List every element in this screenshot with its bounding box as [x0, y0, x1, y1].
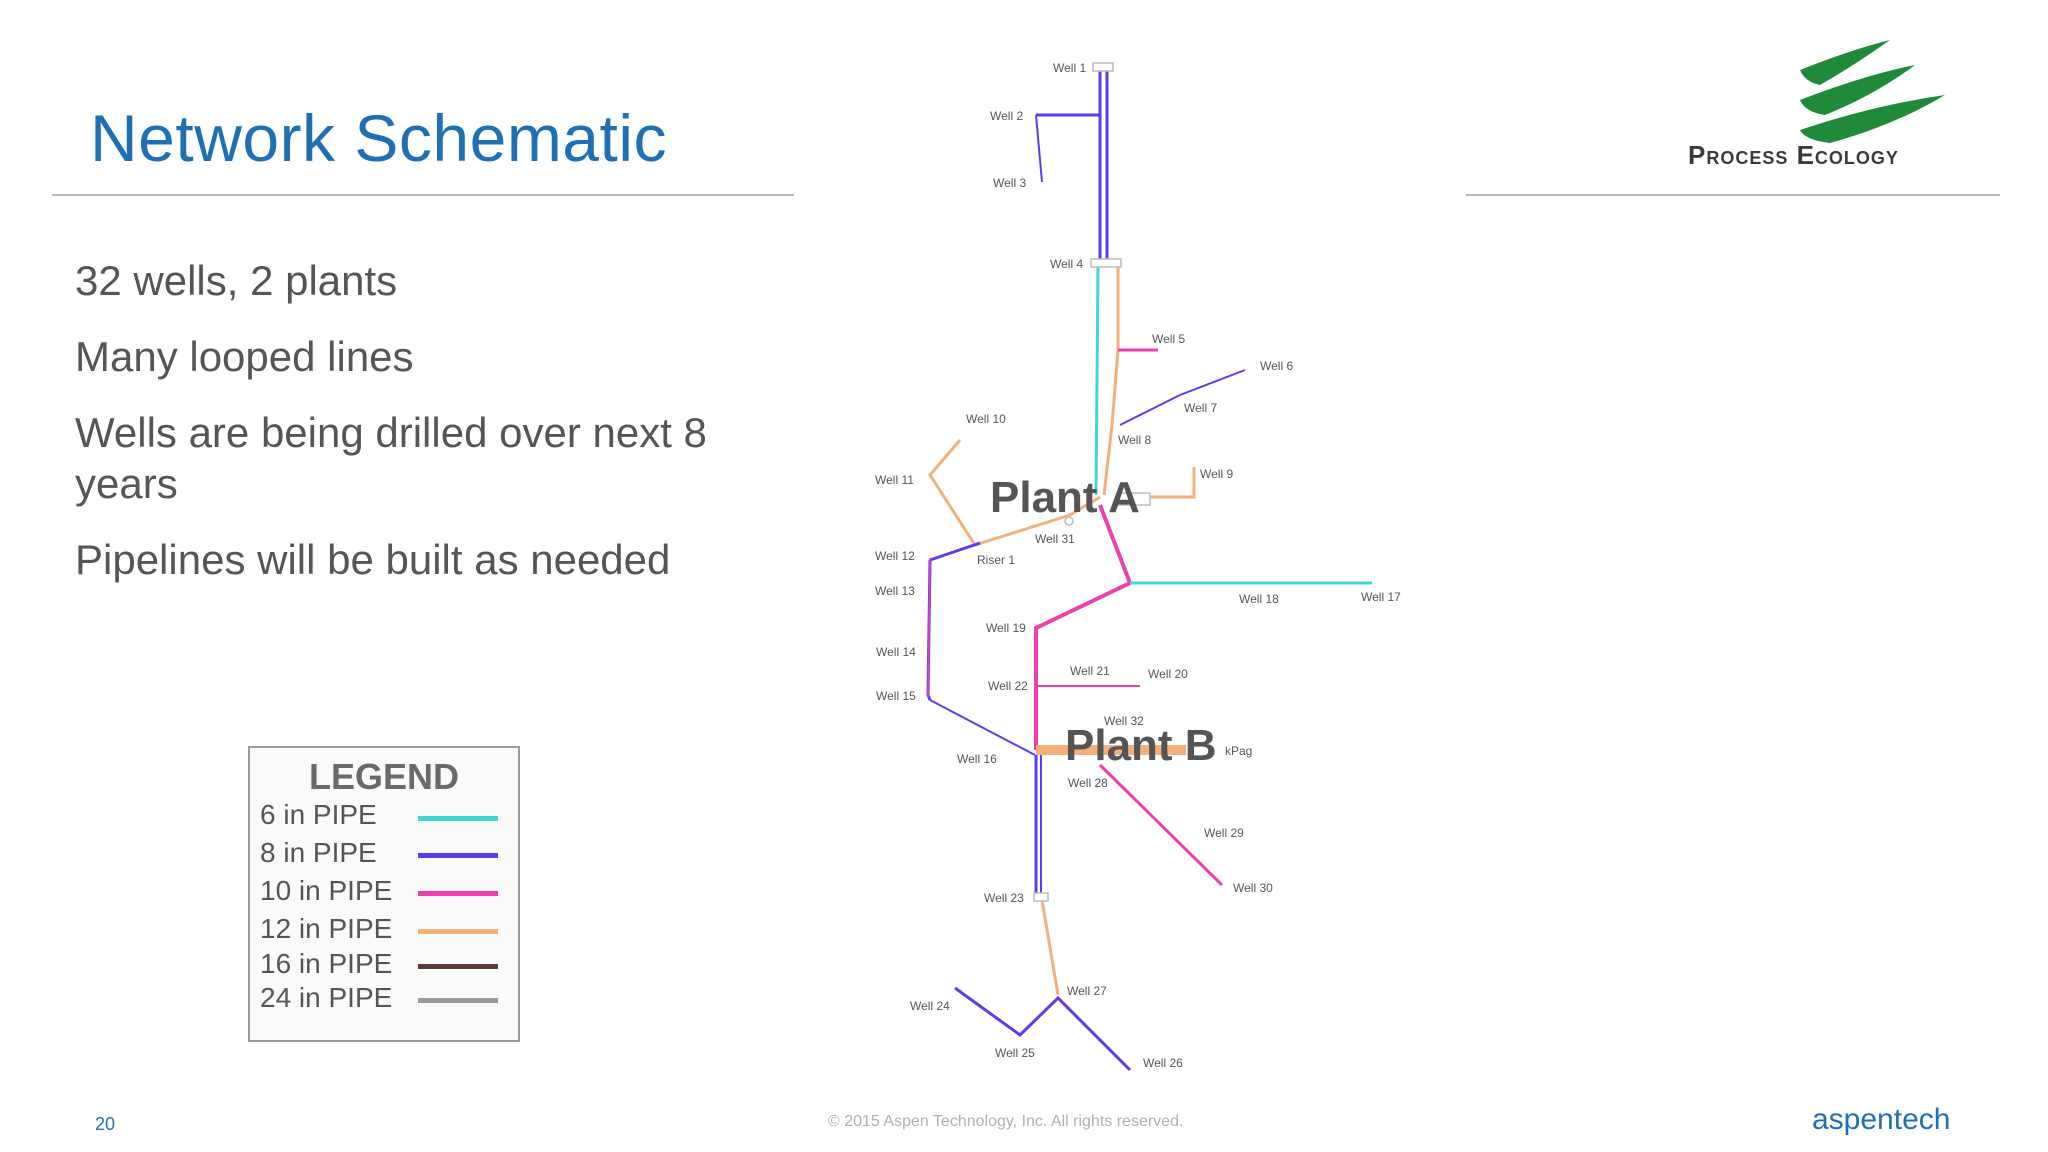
bullet-item: Many looped lines: [75, 333, 414, 380]
well-label: Well 28: [1068, 776, 1108, 790]
pressure-unit-label: kPag: [1225, 744, 1252, 758]
wave-swoosh-icon: [1800, 40, 1945, 143]
copyright-text: © 2015 Aspen Technology, Inc. All rights…: [828, 1113, 1184, 1130]
bullet-item: Wells are being drilled over next 8 year…: [75, 409, 707, 507]
plant-b-label: Plant B: [1065, 721, 1217, 770]
well-label: Well 23: [984, 891, 1024, 905]
well-label: Well 26: [1143, 1056, 1183, 1070]
legend-title: LEGEND: [308, 756, 459, 797]
well-label: Well 11: [875, 473, 914, 487]
well-label: Well 6: [1260, 359, 1293, 373]
well-label: Well 18: [1239, 592, 1279, 606]
slide-title: Network Schematic: [90, 101, 668, 175]
well-label: Well 19: [986, 621, 1026, 635]
legend-swatch: [418, 816, 498, 821]
well-label: Well 13: [875, 584, 915, 598]
well-label: Well 5: [1152, 332, 1185, 346]
well-label: Well 30: [1233, 881, 1273, 895]
well-label: Well 14: [876, 645, 916, 659]
well-label: Well 17: [1361, 590, 1401, 604]
legend-item: 12 in PIPE: [260, 913, 393, 944]
aspentech-logo: aspentech: [1812, 1103, 1951, 1136]
legend-swatch: [418, 998, 498, 1003]
riser-label: Riser 1: [977, 553, 1015, 567]
well-label: Well 7: [1184, 401, 1217, 415]
well-label: Well 21: [1070, 664, 1110, 678]
bullet-list: 32 wells, 2 plants Many looped lines Wel…: [75, 255, 795, 610]
title-divider-left: [52, 194, 794, 196]
legend-item: 10 in PIPE: [260, 875, 393, 906]
well-label: Well 4: [1050, 257, 1083, 271]
well-label: Well 16: [957, 752, 997, 766]
well-label: Well 15: [876, 689, 916, 703]
well-label: Well 27: [1067, 984, 1107, 998]
pipe-legend: LEGEND 6 in PIPE 8 in PIPE 10 in PIPE 12…: [248, 746, 520, 1042]
title-divider-right: [1466, 194, 2000, 196]
well-label: Well 24: [910, 999, 950, 1013]
bullet-item: 32 wells, 2 plants: [75, 257, 398, 304]
well-label: Well 2: [990, 109, 1023, 123]
bullet-item: Pipelines will be built as needed: [75, 536, 671, 583]
legend-item: 16 in PIPE: [260, 948, 393, 979]
well-label: Well 3: [993, 176, 1026, 190]
plant-a-label: Plant A: [990, 473, 1140, 522]
well-label: Well 8: [1118, 433, 1151, 447]
well-label: Well 25: [995, 1046, 1035, 1060]
well-label: Well 9: [1200, 467, 1233, 481]
well-label: Well 10: [966, 412, 1006, 426]
page-number: 20: [95, 1114, 116, 1134]
legend-item: 24 in PIPE: [260, 982, 393, 1013]
company-logo-text: Process Ecology: [1688, 140, 1899, 170]
legend-swatch: [418, 853, 498, 858]
legend-item: 6 in PIPE: [260, 799, 377, 830]
well-label: Well 22: [988, 679, 1028, 693]
well-label: Well 20: [1148, 667, 1188, 681]
well-label: Well 31: [1035, 532, 1075, 546]
well-label: Well 32: [1104, 714, 1144, 728]
well-label: Well 12: [875, 549, 915, 563]
legend-swatch: [418, 891, 498, 896]
legend-item: 8 in PIPE: [260, 837, 377, 868]
legend-swatch: [418, 929, 498, 934]
legend-swatch: [418, 964, 498, 969]
well-label: Well 1: [1053, 61, 1086, 75]
well-label: Well 29: [1204, 826, 1244, 840]
